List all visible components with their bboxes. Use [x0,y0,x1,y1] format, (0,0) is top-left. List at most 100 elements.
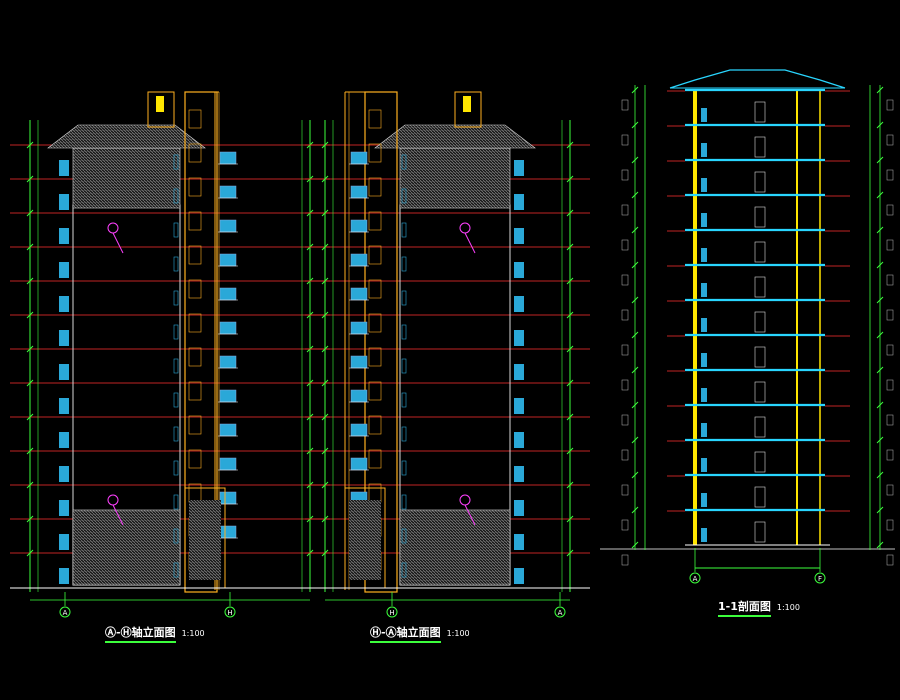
section-window [701,423,707,437]
section-dim-box [886,379,894,391]
section-dim-box [621,239,629,251]
core-window [368,449,382,469]
roof-eave [374,124,536,149]
section-window [701,283,707,297]
axis-label: A [558,609,563,617]
core-window [188,449,202,469]
edge-window [401,256,407,272]
edge-window [173,562,179,578]
side-balcony [59,330,69,346]
edge-window [401,392,407,408]
section-dim-box [886,449,894,461]
side-balcony [59,194,69,210]
section-door [754,416,766,438]
title-middle-elevation: Ⓗ-Ⓐ轴立面图 1:100 [370,624,470,643]
section-dim-tick [631,121,639,129]
side-balcony [59,534,69,550]
dim-tick [566,311,574,319]
section-dim-box [621,379,629,391]
section-dim-box [621,99,629,111]
dim-tick [26,413,34,421]
section-dim-tick [631,541,639,549]
side-balcony [514,534,524,550]
stair-core [364,91,398,593]
balcony [219,355,237,369]
section-dim-box [621,169,629,181]
edge-window [401,290,407,306]
section-dim-box [886,554,894,566]
core-window [188,177,202,197]
dim-tick [26,175,34,183]
section-door [754,521,766,543]
dim-tick [321,141,329,149]
section-dim-tick [631,506,639,514]
dim-tick [321,379,329,387]
axis-bubble [224,606,236,618]
level-marker [459,222,471,234]
edge-window [173,154,179,170]
dim-tick [26,209,34,217]
core-window [368,279,382,299]
section-door [754,206,766,228]
podium-hatch [72,509,181,586]
marker-leader [112,504,124,526]
core-window [188,313,202,333]
level-marker [107,222,119,234]
dim-tick [321,209,329,217]
dim-tick [26,311,34,319]
section-window [701,528,707,542]
axis-bubble [59,606,71,618]
section-dim-box [886,169,894,181]
edge-window [401,222,407,238]
section-door [754,311,766,333]
side-balcony [59,466,69,482]
podium-hatch [399,509,511,586]
side-balcony [514,364,524,380]
section-dim-tick [631,436,639,444]
section-dim-tick [631,296,639,304]
side-balcony [514,432,524,448]
section-dim-tick [876,226,884,234]
side-balcony [59,296,69,312]
axis-bubble [386,606,398,618]
title-middle-scale: 1:100 [446,629,470,638]
dim-tick [26,243,34,251]
section-dim-tick [631,401,639,409]
balcony [219,389,237,403]
section-dim-tick [876,86,884,94]
section-door [754,346,766,368]
roof-eave [47,124,206,149]
edge-window [173,324,179,340]
edge-window [401,426,407,442]
dim-tick [321,345,329,353]
side-balcony [514,398,524,414]
core-window [188,245,202,265]
section-dim-tick [876,506,884,514]
balcony [219,151,237,165]
section-dim-box [621,274,629,286]
section-dim-box [621,449,629,461]
core-window [188,279,202,299]
section-dim-box [621,484,629,496]
section-door [754,101,766,123]
core-window [368,211,382,231]
section-dim-tick [876,541,884,549]
core-window [188,381,202,401]
balcony [219,491,237,505]
marker-leader [464,232,476,254]
marker-leader [112,232,124,254]
core-window [368,483,382,503]
dim-tick [321,447,329,455]
core-window [368,415,382,435]
edge-window [173,528,179,544]
section-dim-tick [876,191,884,199]
edge-window [401,528,407,544]
dim-tick [566,515,574,523]
dim-tick [566,481,574,489]
dim-tick [566,209,574,217]
entrance-hatch [349,500,381,580]
title-middle-main: Ⓗ-Ⓐ轴立面图 [370,624,441,643]
